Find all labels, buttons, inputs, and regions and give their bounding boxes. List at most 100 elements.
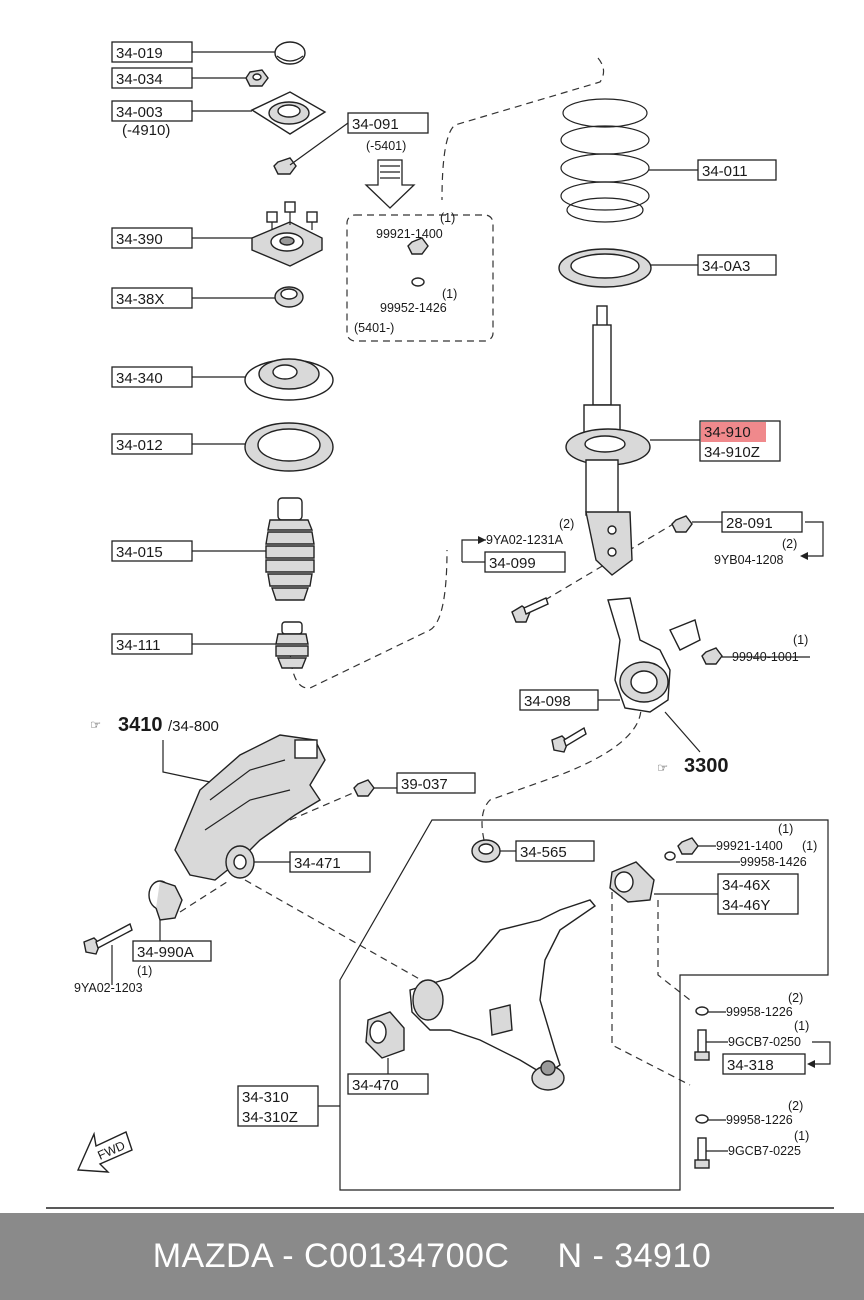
label-34-099: (2) 9YA02-1231A 34-099	[461, 517, 574, 573]
svg-text:34-091: 34-091	[352, 116, 399, 133]
kit-box	[346, 214, 494, 342]
svg-text:99952-1426: 99952-1426	[380, 301, 447, 315]
label-34-0a3: 34-0A3	[651, 254, 777, 276]
label-34-310: 34-310 34-310Z	[237, 1085, 340, 1127]
svg-text:39-037: 39-037	[401, 776, 448, 793]
svg-text:(1): (1)	[802, 839, 817, 853]
bearing-part	[244, 422, 334, 472]
guide-line-crossmember-nut	[289, 789, 361, 821]
svg-text:34-46Y: 34-46Y	[722, 897, 770, 914]
arm-group-bracket	[339, 819, 829, 1191]
svg-text:99921-1400: 99921-1400	[716, 839, 783, 853]
svg-text:34-034: 34-034	[116, 71, 163, 88]
highlight-34-910	[701, 422, 766, 442]
label-99940-1001: (1) 99940-1001	[722, 633, 810, 664]
label-34-015: 34-015	[111, 540, 266, 562]
arm-nut-part	[664, 837, 699, 861]
svg-text:(2): (2)	[788, 991, 803, 1005]
guide-line-bushing	[657, 900, 691, 1001]
label-34-46x: 34-46X 34-46Y	[654, 873, 799, 915]
shock-absorber-part	[565, 305, 651, 576]
svg-text:34-099: 34-099	[489, 555, 536, 572]
svg-text:(1): (1)	[778, 822, 793, 836]
svg-text:34-910Z: 34-910Z	[704, 444, 760, 461]
label-34-111: 34-111	[111, 633, 276, 655]
rear-bushing-part	[609, 861, 655, 903]
label-34-012: 34-012	[111, 433, 245, 455]
svg-text:(1): (1)	[794, 1129, 809, 1143]
svg-text:34-390: 34-390	[116, 231, 163, 248]
footer-brand: MAZDA - C00134700C	[152, 1237, 510, 1275]
svg-text:9YB04-1208: 9YB04-1208	[714, 553, 784, 567]
svg-text:/34-800: /34-800	[168, 718, 219, 735]
label-99921-1400: (1) 99921-1400 (1) 99958-1426	[676, 822, 817, 869]
ref-3300: ☞ 3300	[657, 711, 729, 777]
svg-text:34-471: 34-471	[294, 855, 341, 872]
arm-front-bushing-part	[365, 1011, 405, 1059]
nut-small-part	[273, 157, 297, 175]
svg-text:99958-1226: 99958-1226	[726, 1113, 793, 1127]
svg-text:(1): (1)	[137, 964, 152, 978]
label-34-003: 34-003 (-4910)	[111, 100, 252, 139]
label-34-38x: 34-38X	[111, 287, 275, 309]
svg-text:34-0A3: 34-0A3	[702, 258, 750, 275]
label-34-910: 34-910 34-910Z	[650, 420, 781, 462]
guide-line-crossmember	[244, 879, 431, 986]
label-34-471: 34-471	[254, 851, 371, 873]
svg-text:34-111: 34-111	[116, 637, 160, 654]
crossmember-nut-part	[353, 779, 375, 797]
crossmember-part	[174, 734, 326, 881]
svg-text:34-003: 34-003	[116, 104, 163, 121]
svg-text:(2): (2)	[782, 537, 797, 551]
svg-text:99958-1426: 99958-1426	[740, 855, 807, 869]
svg-text:99921-1400: 99921-1400	[376, 227, 443, 241]
label-28-091: 28-091 (2) 9YB04-1208	[692, 511, 824, 567]
dust-boot-part	[265, 497, 315, 601]
svg-text:(-4910): (-4910)	[122, 122, 170, 139]
label-39-037: 39-037	[374, 772, 476, 794]
crossmember-bushing-part	[225, 845, 255, 879]
cap-part	[274, 41, 306, 65]
label-34-318: 34-318	[722, 1053, 806, 1075]
svg-text:28-091: 28-091	[726, 515, 773, 532]
svg-text:3410: 3410	[118, 714, 163, 736]
guide-line-fwd-bolt	[179, 879, 231, 913]
svg-text:34-310: 34-310	[242, 1089, 289, 1106]
guide-line-top	[441, 57, 605, 201]
svg-text:34-015: 34-015	[116, 544, 163, 561]
svg-text:(2): (2)	[559, 517, 574, 531]
svg-text:34-565: 34-565	[520, 844, 567, 861]
svg-text:☞: ☞	[657, 761, 668, 775]
label-99958-1226-lower: (2) 99958-1226	[708, 1099, 803, 1127]
svg-text:(1): (1)	[440, 211, 455, 225]
svg-text:(2): (2)	[788, 1099, 803, 1113]
svg-text:☞: ☞	[90, 718, 101, 732]
label-34-091: 34-091 (-5401)	[289, 112, 429, 166]
strut-nut-part	[671, 515, 693, 533]
svg-text:34-340: 34-340	[116, 370, 163, 387]
label-kit: (1) 99921-1400 (1) 99952-1426 (5401-)	[354, 211, 457, 335]
svg-text:34-011: 34-011	[702, 163, 748, 180]
svg-text:(-5401): (-5401)	[366, 139, 406, 153]
svg-text:34-019: 34-019	[116, 45, 163, 62]
svg-text:9YA02-1203: 9YA02-1203	[74, 981, 143, 995]
svg-text:34-012: 34-012	[116, 437, 163, 454]
knuckle-nut-part	[701, 647, 723, 665]
svg-text:34-470: 34-470	[352, 1077, 399, 1094]
bushing-part	[274, 286, 304, 308]
bolt-lower-part	[694, 1137, 710, 1169]
svg-text:34-990A: 34-990A	[137, 944, 194, 961]
svg-text:9GCB7-0250: 9GCB7-0250	[728, 1035, 801, 1049]
svg-text:(1): (1)	[442, 287, 457, 301]
svg-text:34-318: 34-318	[727, 1057, 774, 1074]
guide-line-arm	[611, 880, 691, 1086]
svg-text:(1): (1)	[794, 1019, 809, 1033]
label-34-990a: 34-990A	[132, 920, 212, 962]
svg-text:9YA02-1231A: 9YA02-1231A	[486, 533, 564, 547]
label-34-565: 34-565	[500, 840, 595, 862]
guide-line-left	[289, 549, 448, 689]
crossmember-bolt-part	[83, 922, 133, 955]
strut-bolt-part	[511, 597, 549, 623]
label-34-340: 34-340	[111, 366, 245, 388]
parts-diagram: 34-019 34-034 34-003 (-4910) 34-091 (-54…	[46, 41, 834, 1209]
